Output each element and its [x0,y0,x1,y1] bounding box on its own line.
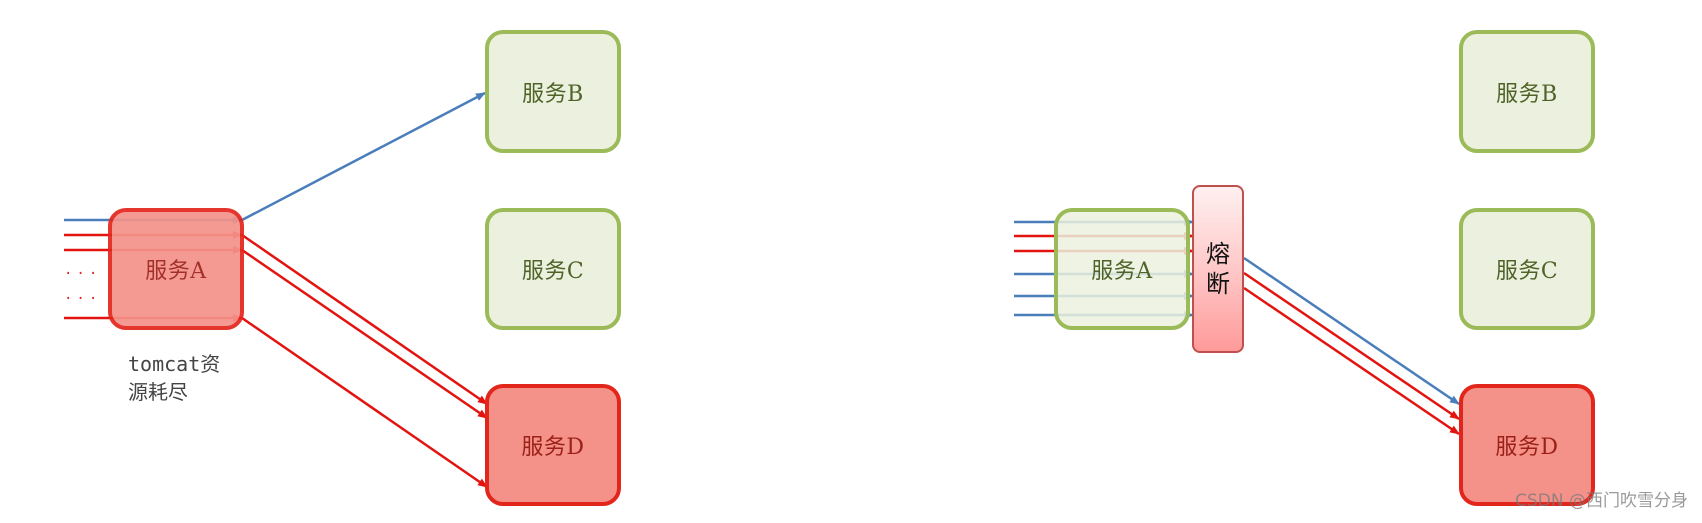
watermark: CSDN @西门吹雪分身 [1515,491,1688,511]
left-a-to-d-arrow [241,248,488,420]
right-service-a-label: 服务A [1091,259,1153,284]
left-service-a-box: 服务A [108,208,244,330]
tomcat-exhausted-note: tomcat资源耗尽 [128,352,221,404]
right-service-c-label: 服务C [1495,259,1559,284]
right-service-b-box: 服务B [1459,30,1595,153]
right-service-d-box: 服务D [1459,384,1595,506]
left-service-b-label: 服务B [522,81,584,107]
left-ellipsis-1: ... [64,262,102,278]
right-breaker-to-d-arrow [1243,256,1460,406]
right-service-a-box: 服务A [1054,208,1190,330]
left-ellipsis-2: ... [64,287,102,303]
left-service-b-box: 服务B [485,30,621,153]
left-service-c-label: 服务C [521,259,585,284]
left-service-c-box: 服务C [485,208,621,330]
right-service-b-label: 服务B [1496,81,1558,107]
left-service-d-label: 服务D [521,435,585,460]
right-service-c-box: 服务C [1459,208,1595,330]
left-a-to-d-arrow [241,316,488,489]
right-breaker-to-d-arrow [1243,271,1460,421]
left-service-a-label: 服务A [145,259,207,284]
left-a-to-d-arrow [241,233,488,406]
right-breaker-to-d-arrow [1243,286,1460,436]
circuit-breaker-label: 熔断 [1206,240,1230,298]
right-service-d-label: 服务D [1495,435,1559,460]
circuit-breaker: 熔断 [1192,185,1244,353]
left-a-to-b-arrow [241,91,486,222]
left-service-d-box: 服务D [485,384,621,506]
